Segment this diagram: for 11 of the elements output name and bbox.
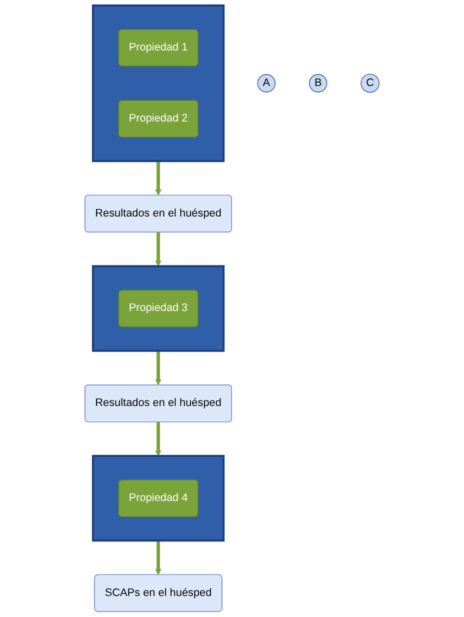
cluster xyxy=(92,454,225,542)
arrow xyxy=(155,232,162,266)
cluster xyxy=(92,4,225,162)
arrow xyxy=(155,161,162,196)
arrow xyxy=(155,350,162,386)
arrow xyxy=(155,422,162,456)
node-circle: B xyxy=(308,74,328,92)
node-circle: A xyxy=(257,74,276,92)
cluster xyxy=(92,265,225,352)
node-circle: C xyxy=(360,74,380,93)
arrow xyxy=(155,540,162,575)
